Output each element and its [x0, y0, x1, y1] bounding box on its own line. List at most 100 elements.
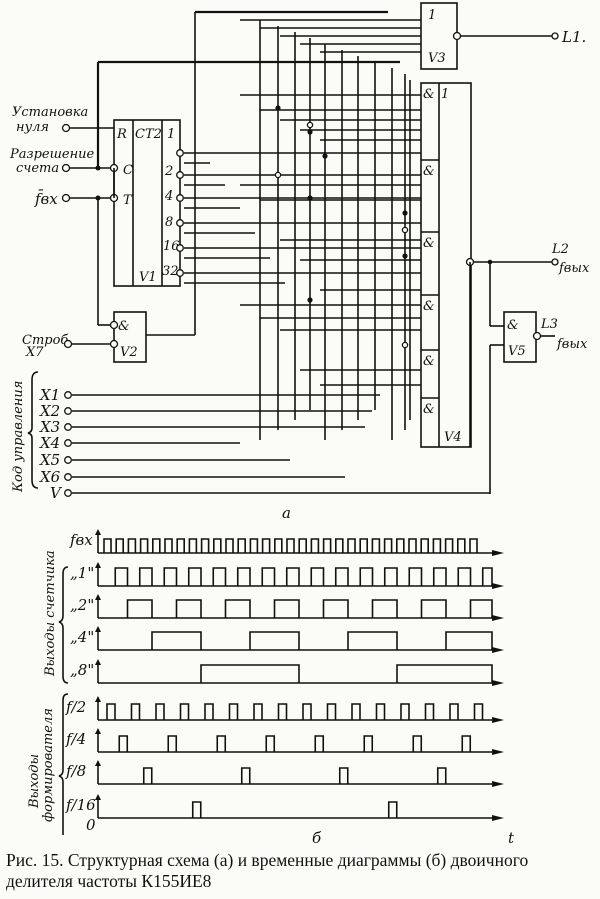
junction [401, 226, 409, 234]
timing-waveform [114, 567, 493, 586]
figure-caption: Рис. 15. Структурная схема (а) и временн… [6, 850, 529, 891]
control-inputs: Код управления [11, 371, 39, 493]
axis-arrow [95, 659, 101, 665]
junction [402, 210, 408, 216]
out-1: 1 [167, 127, 175, 142]
and-label: & [423, 299, 435, 314]
timing-row-label: f/8 [65, 762, 86, 780]
timing-diagram: fвх„1"„2"„4"„8"f/2f/4f/8f/16 [65, 529, 504, 821]
control-label-x6: X6 [39, 468, 61, 486]
v4-name: V4 [444, 430, 462, 445]
output-l2: L2 [551, 242, 569, 257]
axis-arrow [492, 815, 504, 821]
part-label-a: а [282, 504, 291, 522]
axis-arrow [95, 728, 101, 734]
input-terminal [64, 489, 72, 497]
axis-arrow [492, 680, 504, 686]
label-control-code: Код управления [11, 381, 26, 493]
label-shaper-outputs-1: Выходы [27, 754, 42, 809]
axis-arrow [492, 550, 504, 556]
gate-v3: 1 V3 L1. [420, 2, 586, 70]
counter-name: V1 [139, 270, 157, 285]
v2-type: & [118, 319, 130, 334]
control-label-x2: X2 [39, 402, 60, 420]
control-label-x5: X5 [39, 451, 60, 469]
output-l3-signal: fвых [556, 337, 588, 352]
axis-arrow [95, 626, 101, 632]
pin-t: T [123, 193, 133, 208]
and-label: & [423, 402, 435, 417]
v5-type: & [507, 318, 519, 333]
label-strobe-1: Строб [22, 333, 68, 348]
timing-row-label: fвх [69, 531, 93, 549]
input-terminal [64, 391, 72, 399]
pin-c: C [123, 163, 133, 178]
axis-arrow [492, 717, 504, 723]
gate-v2: & V2 [63, 10, 388, 363]
input-terminal [64, 423, 72, 431]
junction [307, 297, 313, 303]
pin-r: R [116, 127, 127, 142]
axis-arrow [95, 594, 101, 600]
input-terminal [64, 456, 72, 464]
label-enable-1: Разрешение [9, 147, 95, 162]
timing-waveform [142, 767, 447, 784]
counter-output-terminal [176, 244, 184, 252]
and-label: & [423, 87, 435, 102]
output-l3: L3 [540, 317, 558, 332]
gate-v4: 1 V4 & & & & & & L2 fвых [420, 82, 590, 448]
time-axis-label: t [508, 829, 515, 847]
part-label-b: б [312, 829, 322, 847]
control-label-x4: X4 [39, 434, 60, 452]
timing-waveform [191, 801, 398, 818]
counter-output-terminal [176, 149, 184, 157]
zero-label: 0 [86, 816, 96, 834]
counter-type: CT2 [135, 127, 162, 142]
input-wires [61, 60, 400, 326]
axis-arrow [492, 749, 504, 755]
gate-v5: & V5 L3 fвых [489, 262, 588, 494]
control-label-v: V [50, 484, 63, 502]
axis-arrow [95, 562, 101, 568]
axis-arrow [492, 781, 504, 787]
junction [307, 195, 313, 201]
timing-waveform [106, 703, 484, 720]
junction [275, 105, 281, 111]
v3-name: V3 [428, 51, 446, 66]
counter-output-terminal [176, 194, 184, 202]
v5-name: V5 [508, 344, 526, 359]
input-terminal [64, 407, 72, 415]
timing-row-label: „2" [70, 596, 94, 614]
axis-arrow [492, 647, 504, 653]
junction [274, 171, 282, 179]
out-8: 8 [165, 215, 173, 230]
timing-row-label: „8" [70, 661, 94, 679]
input-terminal [64, 473, 72, 481]
junction [401, 341, 409, 349]
label-strobe-2: X7 [25, 345, 44, 360]
output-l2-signal: fвых [558, 261, 590, 276]
label-shaper-outputs-2: формирователя [41, 708, 56, 822]
timing-waveform [200, 664, 493, 683]
v2-name: V2 [120, 345, 138, 360]
timing-row-label: „1" [70, 564, 94, 582]
timing-row-label: f/4 [65, 730, 86, 748]
axis-arrow [95, 529, 101, 535]
out-16: 16 [163, 239, 180, 254]
control-label-x1: X1 [39, 386, 60, 404]
junction [306, 121, 314, 129]
timing-row-label: „4" [70, 628, 94, 646]
timing-waveform [126, 599, 493, 618]
v4-type: 1 [441, 87, 449, 102]
counter-output-terminal [176, 219, 184, 227]
counter-v1: R C T CT2 V1 1 2 4 8 16 32 [113, 119, 181, 287]
and-label: & [423, 354, 435, 369]
label-clock: f̄вх [34, 190, 58, 208]
and-label: & [423, 236, 435, 251]
junction [322, 153, 328, 159]
timing-waveform [103, 538, 478, 553]
input-terminal [64, 439, 72, 447]
axis-arrow [95, 760, 101, 766]
junction [307, 129, 313, 135]
